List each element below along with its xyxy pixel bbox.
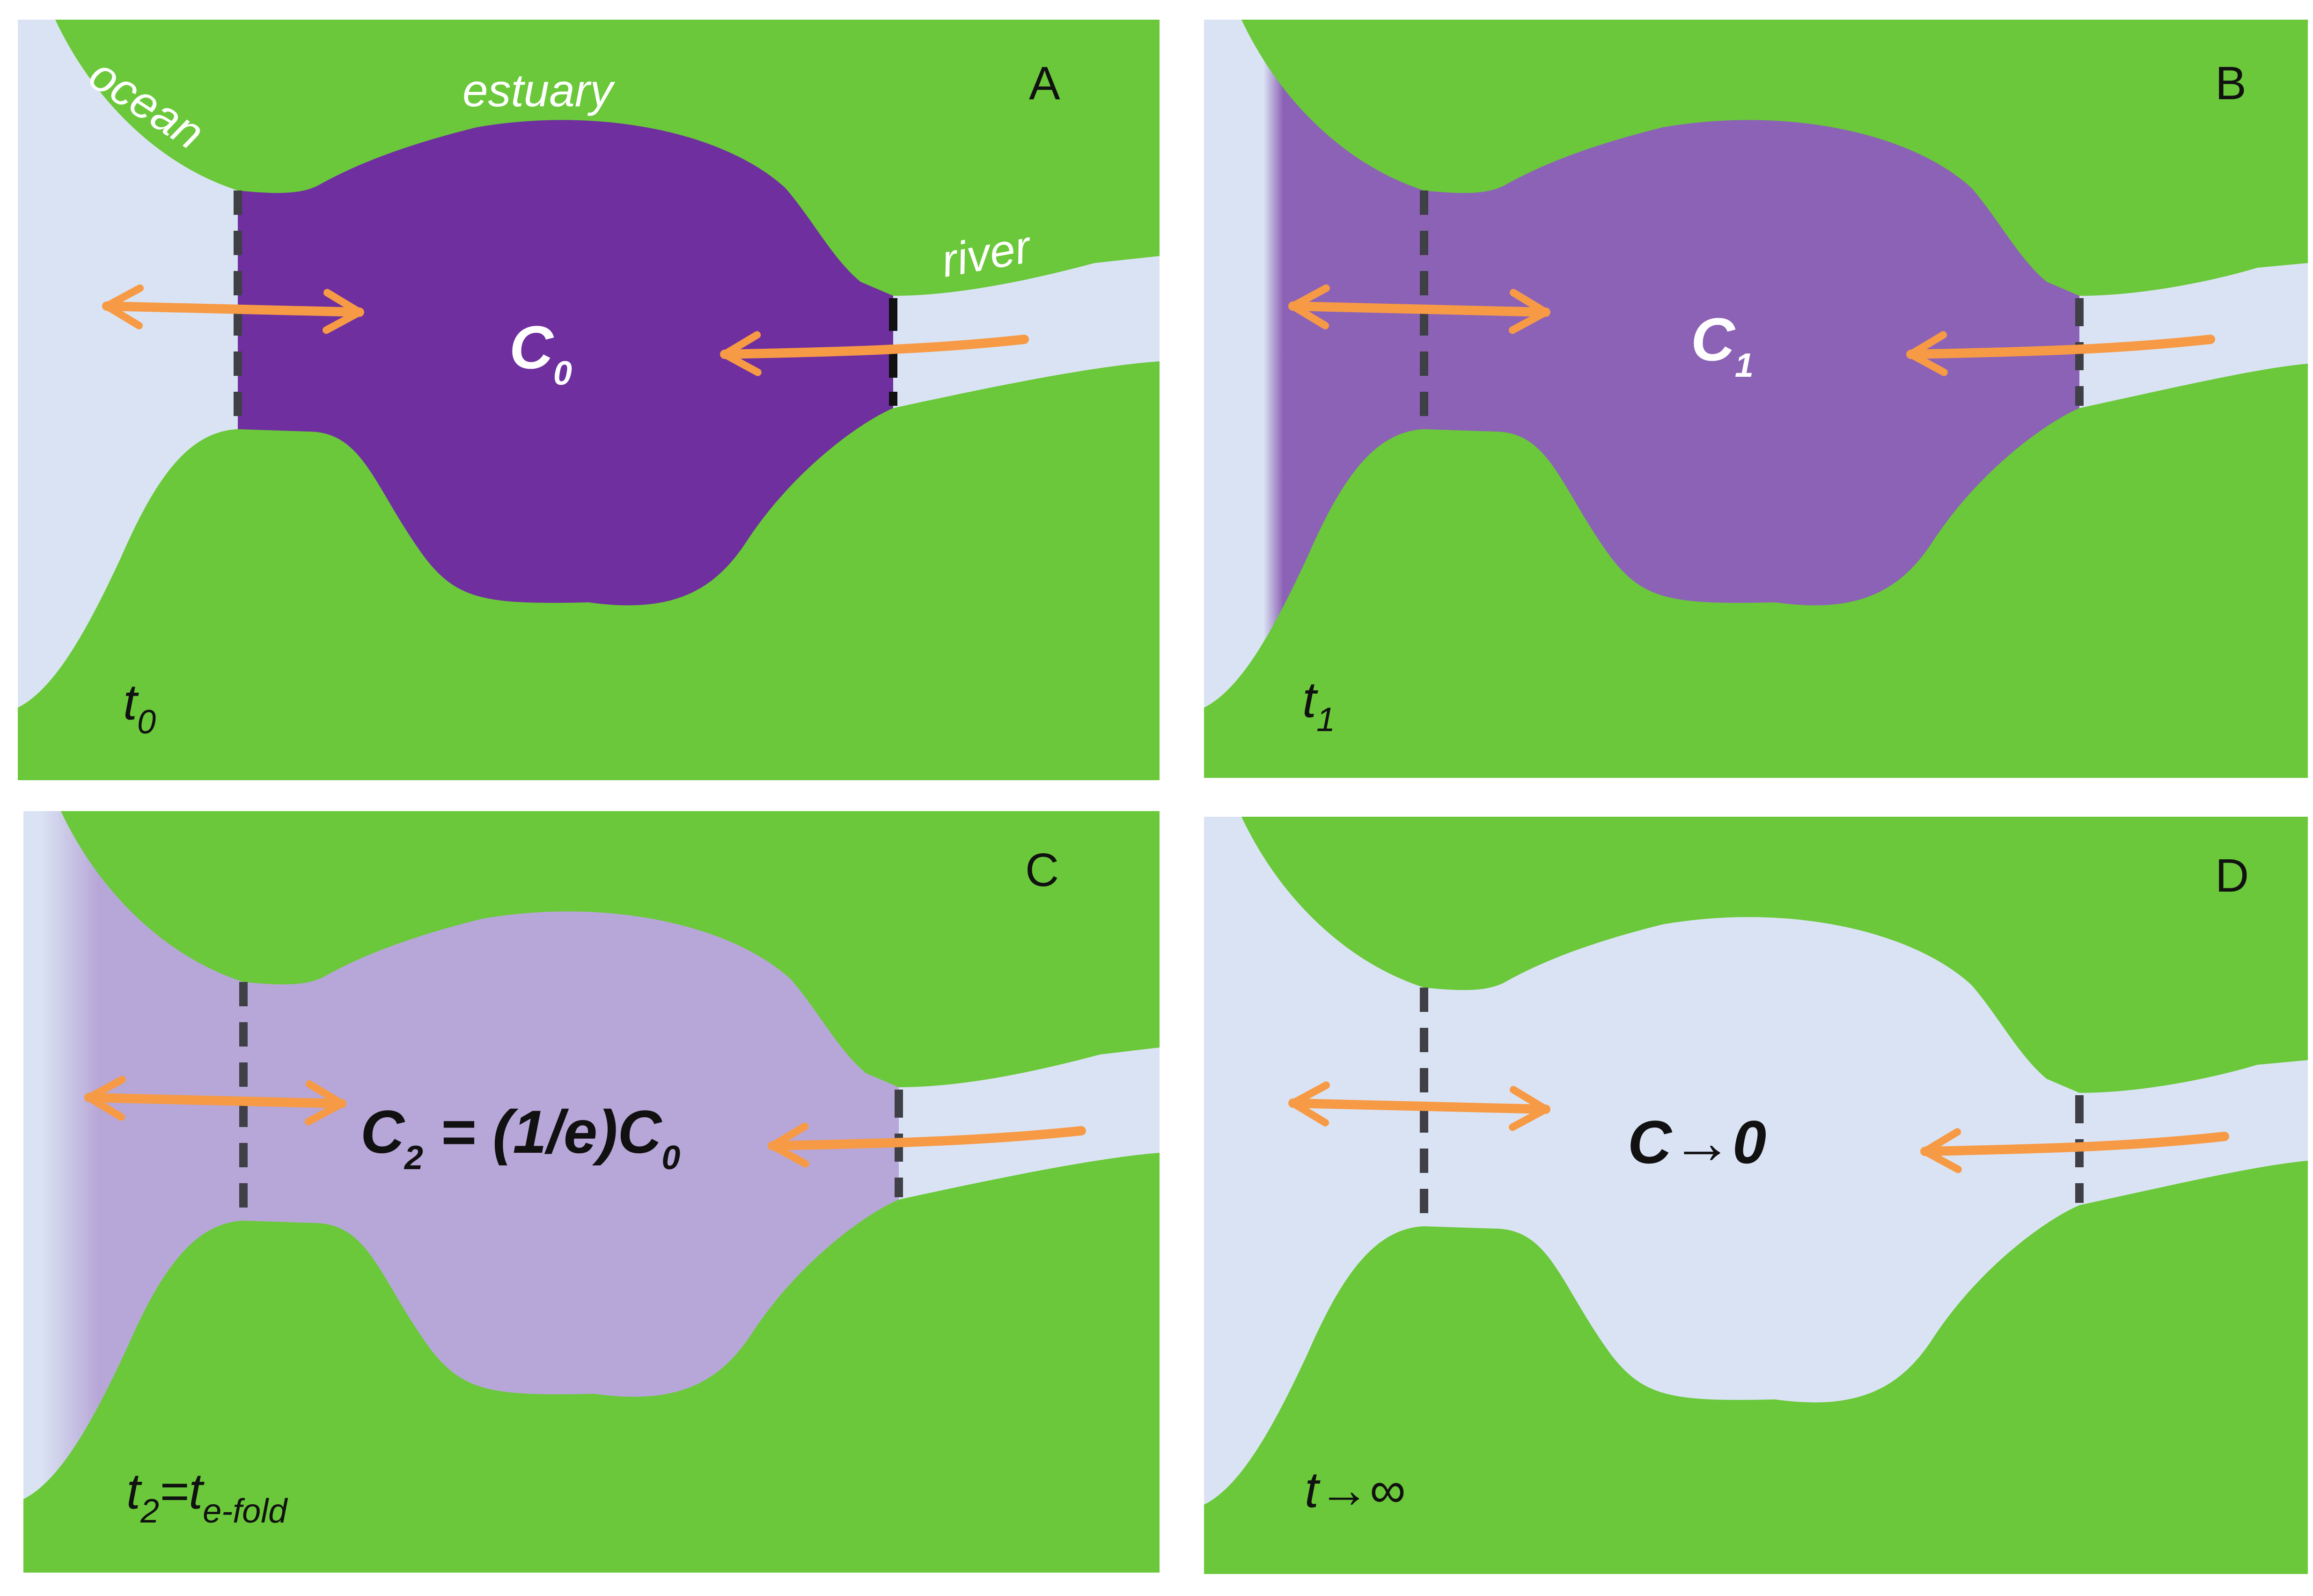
river-channel [893, 256, 1160, 408]
ocean-water [1204, 20, 1424, 708]
estuary-label: estuary [463, 65, 615, 116]
time-label: t1 [1302, 671, 1335, 739]
estuary-basin [243, 911, 899, 1397]
tidal-exchange-arrow[interactable] [1288, 284, 1550, 334]
panel-letter: A [1029, 57, 1060, 110]
tidal-exchange-arrow[interactable] [1288, 1081, 1550, 1131]
time-label: t→∞ [1305, 1461, 1405, 1518]
estuary-basin [238, 120, 893, 606]
panel-letter: D [2215, 849, 2249, 902]
river-inflow-arrow[interactable] [768, 1122, 1086, 1168]
tidal-exchange-arrow[interactable] [102, 284, 364, 334]
concentration-label: C→0 [1628, 1108, 1766, 1176]
river-inflow-arrow[interactable] [720, 331, 1029, 376]
concentration-label: C1 [1691, 305, 1754, 384]
estuary-basin [1424, 917, 2079, 1403]
ocean-water [23, 811, 243, 1499]
panel-d: D C→0 t→∞ [1204, 817, 2308, 1574]
panel-letter: B [2215, 57, 2247, 110]
panel-letter: C [1025, 844, 1059, 896]
river-inflow-arrow[interactable] [1920, 1128, 2229, 1173]
time-label: t2=te-fold [126, 1463, 288, 1530]
river-inflow-arrow[interactable] [1906, 331, 2215, 376]
ocean-water [18, 20, 238, 708]
panel-a: ocean estuary river A C0 t0 [18, 20, 1160, 780]
river-channel [2079, 263, 2308, 408]
panel-c: C C2 = (1/e)C0 t2=te-fold [23, 811, 1160, 1573]
ocean-water [1204, 817, 1424, 1505]
estuary-basin [1424, 120, 2079, 606]
river-channel [899, 1047, 1160, 1200]
concentration-label: C0 [509, 313, 572, 392]
concentration-label: C2 = (1/e)C0 [360, 1098, 680, 1177]
tidal-exchange-arrow[interactable] [84, 1076, 346, 1126]
panel-b: B C1 t1 [1204, 20, 2308, 778]
time-label: t0 [123, 674, 156, 741]
river-channel [2079, 1060, 2308, 1205]
